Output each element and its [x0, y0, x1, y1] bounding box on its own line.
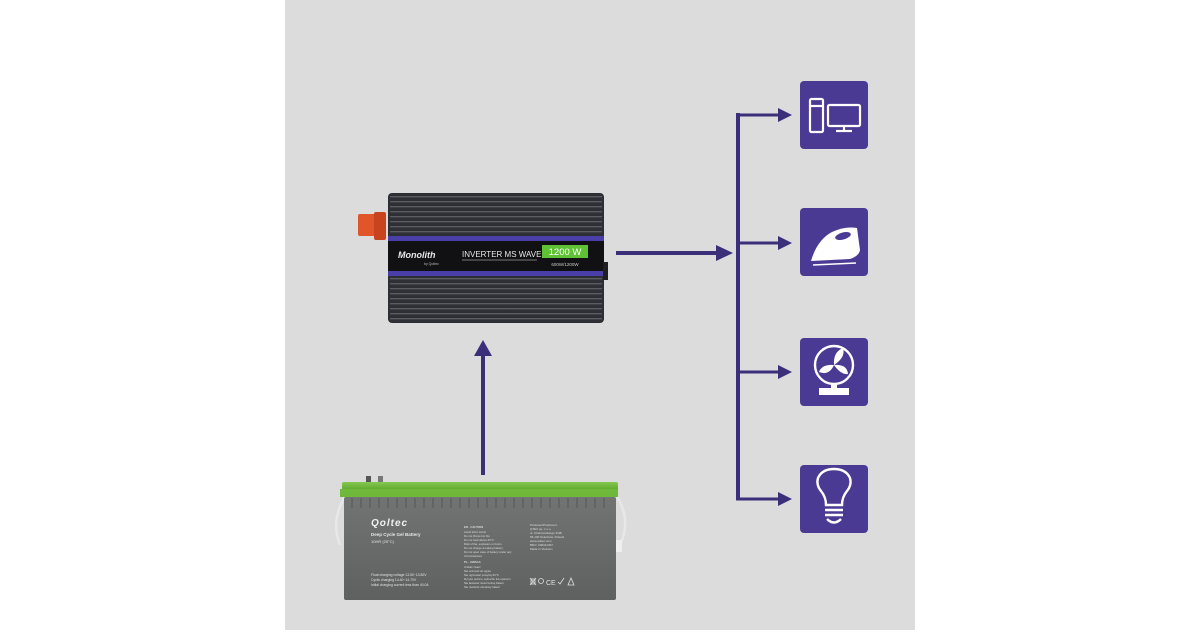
caution-line: Avoid short circuit: [464, 530, 486, 534]
battery-title: Deep Cycle Gel Battery: [371, 532, 421, 537]
caution2-line: Nie ogrzewać powyżej 60°C: [464, 573, 499, 577]
light-bulb-icon: [816, 467, 852, 524]
caution-line: Risk of fire, explosion or burns: [464, 542, 502, 546]
branch-arrow-iron: [736, 236, 792, 250]
power-sub-text: 600W/1200W: [551, 262, 579, 267]
fin: [390, 298, 602, 301]
branch-arrow-fan: [736, 365, 792, 379]
dc-connector: [358, 212, 386, 240]
fan-icon: [813, 344, 855, 395]
caution2-title: PL - UWAGA: [464, 560, 481, 564]
caution2-line: Unikać zwarć: [464, 565, 481, 569]
fin: [390, 303, 602, 306]
ce-mark: CE: [546, 580, 556, 587]
fin: [390, 211, 602, 214]
caution-line: Do not charge a leaking battery: [464, 546, 503, 550]
battery: Qoltec Deep Cycle Gel Battery 10HR (25°C…: [334, 476, 627, 600]
device-light-bulb: [800, 465, 868, 533]
fin: [390, 283, 602, 286]
arrow-inverter-to-devices: [616, 245, 733, 261]
check-icon: [557, 577, 565, 585]
producer-line: 66-100 Sulechów, Poland: [530, 535, 564, 539]
fin: [390, 226, 602, 229]
producer-line: ul. Chełmońskiego 4/4B: [530, 531, 562, 535]
fin: [390, 231, 602, 234]
caution2-line: Ryzyko pożaru, wybuchu lub oparzeń: [464, 577, 511, 581]
producer-line: QTEC sp. z o.o.: [530, 527, 552, 531]
fin: [390, 318, 602, 321]
branch-arrow-light-bulb: [736, 492, 792, 506]
device-fan: [800, 338, 868, 406]
battery-capacity: 10HR (25°C): [371, 539, 395, 544]
caution2-line: Nie ładować nieszczelnej baterii: [464, 581, 504, 585]
device-icons: [800, 81, 868, 533]
caution2-line: Nie wrzucać do ognia: [464, 569, 491, 573]
fin: [390, 308, 602, 311]
fin: [390, 278, 602, 281]
arrow-battery-to-inverter: [474, 340, 492, 475]
caution-line: circumstances: [464, 554, 482, 558]
producer-line: www.qoltec.com: [530, 539, 552, 543]
fin: [390, 221, 602, 224]
fin: [390, 206, 602, 209]
arrows: [474, 108, 792, 506]
computer-icon: [808, 97, 862, 134]
fin: [390, 313, 602, 316]
fin: [390, 216, 602, 219]
inverter-brand-sub: by Qoltec: [424, 262, 439, 266]
spec-line: Cyclic charging 14.40~14.70V: [371, 578, 417, 582]
fan-tile: [800, 338, 868, 406]
spec-line: Initial charging current less than 40.0A: [371, 583, 429, 587]
battery-handle-right: [614, 494, 627, 546]
spec-line: Float charging voltage 13.50~13.80V: [371, 573, 427, 577]
fin: [390, 201, 602, 204]
battery-specs: Float charging voltage 13.50~13.80V Cycl…: [371, 573, 429, 587]
power-badge: [542, 245, 588, 258]
caution-line: Do not throw into fire: [464, 534, 490, 538]
certification-marks: CE: [529, 576, 575, 587]
warning-icon: [567, 576, 575, 586]
battery-brand: Qoltec: [371, 518, 408, 529]
producer-line: BDO: 000311367: [530, 543, 553, 547]
recycle-bin-icon: [529, 577, 537, 586]
iron-icon: [811, 227, 860, 266]
fin: [390, 196, 602, 199]
battery-body: [344, 497, 616, 600]
branch-arrow-computer: [736, 108, 792, 122]
battery-lid: [342, 482, 618, 490]
producer-line: Producer/Producent:: [530, 523, 558, 527]
inverter: Monolith by Qoltec INVERTER MS WAVE 1200…: [358, 193, 608, 323]
caution-line: Do not open case of battery under any: [464, 550, 512, 554]
fin: [390, 288, 602, 291]
producer-line: Made in Vietnam: [530, 547, 553, 551]
battery-handle-left: [334, 494, 348, 546]
inverter-brand: Monolith: [398, 250, 436, 260]
inverter-model: INVERTER MS WAVE: [462, 250, 541, 259]
caution2-line: Nie otwierać obudowy baterii: [464, 585, 500, 589]
power-badge-text: 1200 W: [549, 247, 582, 258]
device-computer: [800, 81, 868, 149]
pb-icon: [538, 578, 544, 584]
caution-line: Do not heat above 60°C: [464, 538, 494, 542]
battery-caution: EN - CAUTION Avoid short circuit Do not …: [464, 525, 512, 589]
fin: [390, 293, 602, 296]
cooling-fins: [390, 196, 602, 321]
battery-producer: Producer/Producent: QTEC sp. z o.o. ul. …: [530, 523, 564, 551]
device-iron: [800, 208, 868, 276]
caution-title: EN - CAUTION: [464, 525, 483, 529]
